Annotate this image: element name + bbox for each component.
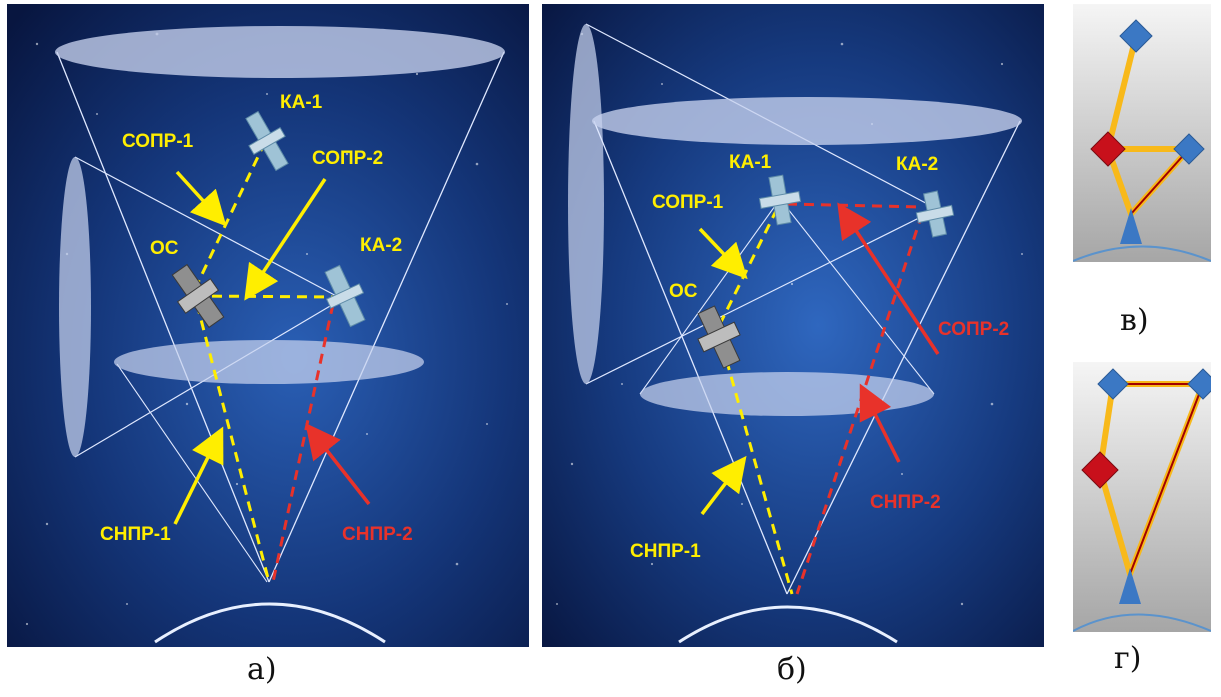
caption-a: а) — [247, 652, 277, 687]
earth-arc — [678, 605, 898, 644]
label-snpr1: СНПР-1 — [100, 524, 171, 545]
label-snpr2: СНПР-2 — [870, 492, 941, 513]
satellite-ka1-icon — [245, 110, 289, 172]
ground-station-icon — [1119, 568, 1141, 604]
coverage-cone-2 — [59, 156, 424, 583]
label-sopr2: СОПР-2 — [312, 148, 383, 169]
panel-a-svg: КА-1 СОПР-1 СОПР-2 ОС КА-2 СНПР-1 СНПР-2 — [7, 4, 529, 647]
links — [718, 202, 924, 595]
caption-b: б) — [777, 652, 807, 687]
satellite-ka2-icon — [324, 264, 366, 328]
arrows — [173, 170, 371, 525]
label-sopr2: СОПР-2 — [938, 319, 1009, 340]
panel-g-graph — [1073, 362, 1211, 632]
satellite-os-icon — [697, 305, 741, 369]
label-ka2: КА-2 — [896, 154, 938, 175]
label-snpr1: СНПР-1 — [630, 541, 701, 562]
graph-background — [1073, 4, 1211, 262]
label-ka2: КА-2 — [360, 235, 402, 256]
panel-b-svg: КА-1 КА-2 СОПР-1 ОС СОПР-2 СНПР-2 СНПР-1 — [542, 4, 1044, 647]
graph-background — [1073, 362, 1211, 632]
caption-g: г) — [1114, 641, 1142, 676]
earth-arc — [1073, 613, 1211, 632]
panel-b-diagram: КА-1 КА-2 СОПР-1 ОС СОПР-2 СНПР-2 СНПР-1 — [542, 4, 1044, 647]
label-ka1: КА-1 — [729, 152, 772, 173]
label-os: ОС — [669, 281, 698, 302]
ground-station-icon — [1120, 208, 1142, 244]
coverage-cone-1 — [55, 26, 505, 583]
label-sopr1: СОПР-1 — [122, 131, 194, 152]
satellite-node-icon — [1173, 133, 1205, 165]
space-background — [7, 4, 529, 647]
satellite-node-icon — [1187, 368, 1211, 400]
satellite-ka2-icon — [915, 190, 955, 238]
earth-arc — [154, 602, 386, 644]
station-node-icon — [1090, 131, 1126, 167]
station-node-icon — [1081, 451, 1119, 489]
arrows — [698, 202, 940, 516]
panel-v-graph — [1073, 4, 1211, 262]
coverage-cone-1 — [592, 97, 1022, 595]
satellite-node-icon — [1119, 19, 1153, 53]
label-os: ОС — [150, 238, 179, 259]
label-ka1: КА-1 — [280, 92, 323, 113]
caption-v: в) — [1120, 303, 1149, 338]
panel-v-svg — [1073, 4, 1211, 262]
label-sopr1: СОПР-1 — [652, 192, 724, 213]
label-snpr2: СНПР-2 — [342, 524, 413, 545]
earth-arc — [1073, 245, 1211, 262]
panel-a-diagram: КА-1 СОПР-1 СОПР-2 ОС КА-2 СНПР-1 СНПР-2 — [7, 4, 529, 647]
satellite-ka1-icon — [758, 174, 802, 226]
satellite-os-icon — [171, 263, 225, 329]
panel-g-svg — [1073, 362, 1211, 632]
satellite-node-icon — [1097, 368, 1129, 400]
